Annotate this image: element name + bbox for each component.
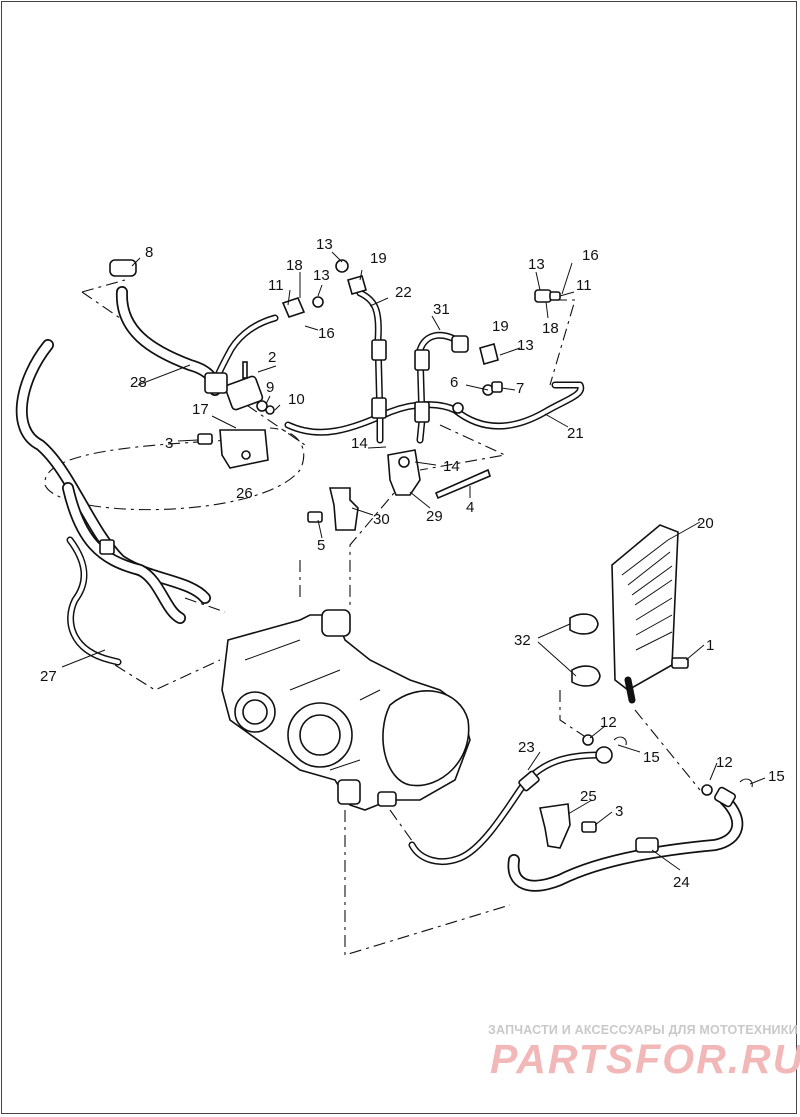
assembly-dash-lines <box>44 279 701 956</box>
part-label-18: 18 <box>542 320 559 337</box>
mount-32a <box>569 613 599 635</box>
part-label-14: 14 <box>443 458 460 475</box>
part-label-14: 14 <box>351 435 368 452</box>
part-label-13: 13 <box>313 267 330 284</box>
part-label-22: 22 <box>395 284 412 301</box>
part-label-17: 17 <box>192 401 209 418</box>
fittings-upper-right <box>281 289 561 396</box>
part-label-2: 2 <box>268 349 276 366</box>
bracket-25 <box>539 803 597 849</box>
stud-4 <box>434 468 491 500</box>
part-label-30: 30 <box>373 511 390 528</box>
part-label-6: 6 <box>450 374 458 391</box>
watermark-caption: ЗАПЧАСТИ И АКСЕССУАРЫ ДЛЯ МОТОТЕХНИКИ <box>488 1023 798 1037</box>
part-label-29: 29 <box>426 508 443 525</box>
part-label-13: 13 <box>316 236 333 253</box>
part-label-5: 5 <box>317 537 325 554</box>
screw-1 <box>671 657 689 669</box>
bracket-26 <box>219 429 269 469</box>
clip-15a <box>613 736 627 746</box>
hose-27 <box>15 339 211 666</box>
part-label-10: 10 <box>288 391 305 408</box>
part-label-26: 26 <box>236 485 253 502</box>
part-label-16: 16 <box>582 247 599 264</box>
part-label-31: 31 <box>433 301 450 318</box>
part-label-9: 9 <box>266 379 274 396</box>
part-label-7: 7 <box>516 380 524 397</box>
hose-23 <box>408 734 627 865</box>
engine-case <box>221 609 471 811</box>
nut-7 <box>491 381 503 393</box>
part-label-15: 15 <box>643 749 660 766</box>
part-label-23: 23 <box>518 739 535 756</box>
part-label-20: 20 <box>697 515 714 532</box>
bolt-3b <box>581 821 597 833</box>
part-label-4: 4 <box>466 499 474 516</box>
hose-31 <box>414 331 499 444</box>
bolt-5 <box>307 511 323 523</box>
part-label-12: 12 <box>600 714 617 731</box>
tube-21 <box>284 381 585 436</box>
part-label-15: 15 <box>768 768 785 785</box>
part-label-13: 13 <box>517 337 534 354</box>
hose-clamp-27 <box>99 539 115 555</box>
part-label-27: 27 <box>40 668 57 685</box>
adapter-29 <box>307 449 491 531</box>
part-label-32: 32 <box>514 632 531 649</box>
part-label-16: 16 <box>318 325 335 342</box>
oil-cooler-20 <box>569 524 689 704</box>
part-label-25: 25 <box>580 788 597 805</box>
part-label-13: 13 <box>528 256 545 273</box>
part-label-1: 1 <box>706 637 714 654</box>
part-label-28: 28 <box>130 374 147 391</box>
hose-24 <box>507 778 753 892</box>
fitting-block-2 <box>197 314 279 469</box>
part-label-19: 19 <box>492 318 509 335</box>
part-label-18: 18 <box>286 257 303 274</box>
clamp-8 <box>109 259 137 277</box>
part-label-11: 11 <box>268 277 284 294</box>
clip-15b <box>739 778 753 788</box>
part-label-3: 3 <box>165 435 173 452</box>
part-label-24: 24 <box>673 874 690 891</box>
part-label-11: 11 <box>576 277 592 294</box>
o-ring-12b <box>701 784 713 796</box>
hose-28 <box>109 259 221 396</box>
part-label-8: 8 <box>145 244 153 261</box>
watermark-brand: PARTSFOR.RU <box>490 1036 800 1082</box>
o-ring-13 <box>335 259 349 273</box>
mount-32b <box>571 665 601 687</box>
hose-22 <box>335 259 387 444</box>
bolt-3 <box>197 433 213 445</box>
leader-lines <box>61 251 766 871</box>
part-label-12: 12 <box>716 754 733 771</box>
part-label-21: 21 <box>567 425 584 442</box>
part-labels: 8 28 13 19 18 13 11 16 22 31 13 16 11 18… <box>40 236 785 891</box>
part-label-19: 19 <box>370 250 387 267</box>
part-label-3: 3 <box>615 803 623 820</box>
bracket-30 <box>328 487 359 531</box>
